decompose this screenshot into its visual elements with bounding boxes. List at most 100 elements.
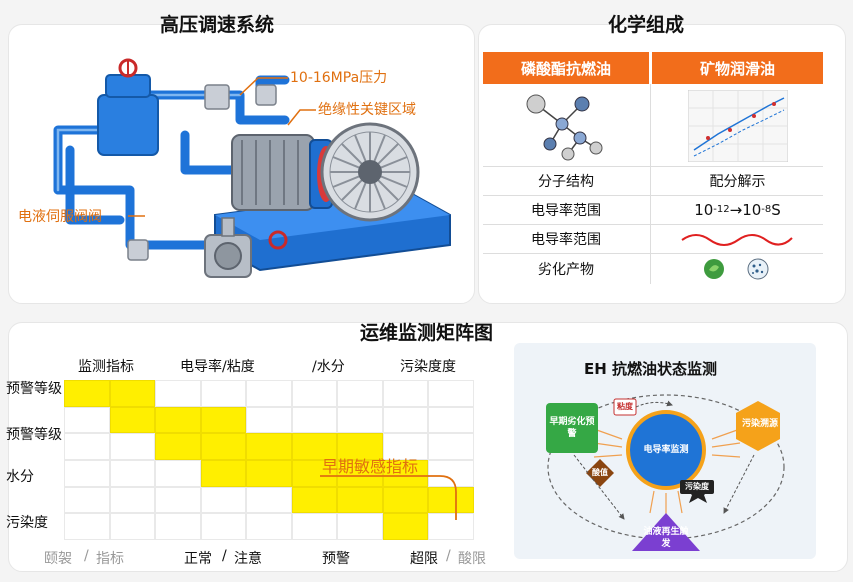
matrix-grid [64, 380, 474, 540]
matrix-cell [155, 486, 201, 514]
footer-sep3: / [446, 548, 451, 564]
chem-row-degradation [483, 253, 823, 283]
matrix-cell-active [337, 486, 383, 514]
matrix-row-water: 水分 [6, 469, 34, 485]
matrix-cell [428, 513, 474, 540]
footer-d: 注意 [234, 551, 262, 567]
chem-label-conductivity-2: 电导率范围 [531, 231, 601, 248]
callout-valve: 电液伺服阀阀 [18, 209, 102, 225]
matrix-cell [155, 380, 201, 407]
matrix-col-water: /水分 [312, 359, 345, 375]
matrix-cell-active [109, 406, 156, 434]
matrix-row-warning-2: 预警等级 [6, 427, 62, 443]
matrix-cell [382, 433, 429, 460]
chem-row-conductivity-2 [483, 224, 823, 254]
matrix-cell-active [155, 433, 201, 460]
matrix-cell [64, 513, 110, 540]
matrix-cell [337, 406, 383, 434]
conductivity-base1: 10 [694, 200, 714, 219]
matrix-title: 运维监测矩阵图 [360, 322, 494, 344]
eh-center-node: 电导率监测 [643, 445, 689, 455]
matrix-cell [428, 433, 474, 460]
matrix-cell [337, 380, 383, 407]
matrix-cell-active [382, 513, 429, 540]
conductivity-exp1: -12 [713, 204, 730, 215]
matrix-cell-active [291, 460, 338, 487]
matrix-cell [246, 486, 292, 514]
matrix-cell-active [428, 486, 474, 514]
footer-c: 正常 [184, 551, 212, 567]
footer-f: 超限 [410, 551, 438, 567]
matrix-cell-active [291, 486, 338, 514]
matrix-cell-active [155, 406, 201, 434]
footer-g: 酸限 [458, 551, 486, 567]
eh-regen-node: 油液再生触发 [643, 527, 689, 549]
matrix-cell [109, 433, 156, 460]
matrix-annotation-leader [320, 475, 457, 520]
conductivity-base2: 10 [742, 200, 762, 219]
matrix-col-indicator: 监测指标 [78, 359, 134, 375]
matrix-cell [155, 513, 201, 540]
eh-early-warning-node: 早期劣化预警 [549, 417, 595, 439]
matrix-cell [291, 406, 338, 434]
matrix-cell-active [382, 460, 429, 487]
matrix-cell [109, 513, 156, 540]
footer-a: 颐袈 [44, 551, 72, 567]
chem-label-structure: 分子结构 [538, 173, 594, 190]
chem-label-conductivity: 电导率范围 [531, 202, 601, 219]
chem-title: 化学组成 [608, 14, 685, 36]
conductivity-exp2: -8 [761, 204, 772, 215]
chem-label-degradation: 劣化产物 [538, 261, 594, 278]
conductivity-unit: S [771, 200, 781, 219]
matrix-col-conductivity: 电导率/粘度 [180, 359, 255, 375]
matrix-cell-active [64, 380, 110, 407]
matrix-cell [64, 406, 110, 434]
matrix-cell-active [337, 460, 383, 487]
degradation-leaf-icon [704, 259, 724, 279]
matrix-col-pollution: 污染度度 [400, 359, 456, 375]
matrix-cell-active [382, 486, 429, 514]
callout-insulation: 绝缘性关键区域 [318, 102, 416, 118]
matrix-cell-active [246, 460, 292, 487]
chem-col-mineral: 矿物润滑油 [652, 52, 823, 84]
pump-title: 高压调速系统 [160, 14, 275, 36]
matrix-cell-active [291, 433, 338, 460]
matrix-cell [246, 406, 292, 434]
matrix-cell [64, 486, 110, 514]
footer-sep1: / [84, 548, 89, 564]
matrix-cell [291, 380, 338, 407]
conductivity-arrow: → [729, 200, 743, 219]
matrix-cell [109, 486, 156, 514]
eh-title: EH 抗燃油状态监测 [584, 360, 718, 378]
chem-col-phosphate: 磷酸酯抗燃油 [483, 52, 649, 84]
matrix-cell [64, 433, 110, 460]
footer-sep2: / [222, 548, 227, 564]
matrix-cell [246, 513, 292, 540]
matrix-cell [64, 460, 110, 487]
pump-illustration [53, 58, 451, 278]
matrix-cell [428, 380, 474, 407]
matrix-cell-active [200, 433, 247, 460]
matrix-cell [337, 513, 383, 540]
callout-pressure: 10-16MPa压力 [290, 70, 388, 86]
matrix-cell [428, 460, 474, 487]
matrix-cell-active [246, 433, 292, 460]
eh-acid-label: 酸值 [592, 468, 608, 477]
matrix-cell [200, 486, 247, 514]
footer-e: 预警 [322, 551, 350, 567]
matrix-row-pollution: 污染度 [6, 515, 48, 531]
matrix-cell [200, 380, 247, 407]
matrix-cell-active [337, 433, 383, 460]
matrix-cell [155, 460, 201, 487]
footer-b: 指标 [96, 551, 124, 567]
matrix-cell-active [200, 460, 247, 487]
eh-source-node: 污染溯源 [741, 419, 778, 429]
chem-divider-vertical [650, 84, 651, 284]
matrix-cell-active [109, 380, 156, 407]
chem-row-structure [483, 166, 823, 196]
molecule-structure-image [526, 94, 603, 161]
eh-flow-diagram [546, 394, 785, 551]
eh-viscosity-label: 粘度 [617, 402, 633, 411]
matrix-cell [109, 460, 156, 487]
